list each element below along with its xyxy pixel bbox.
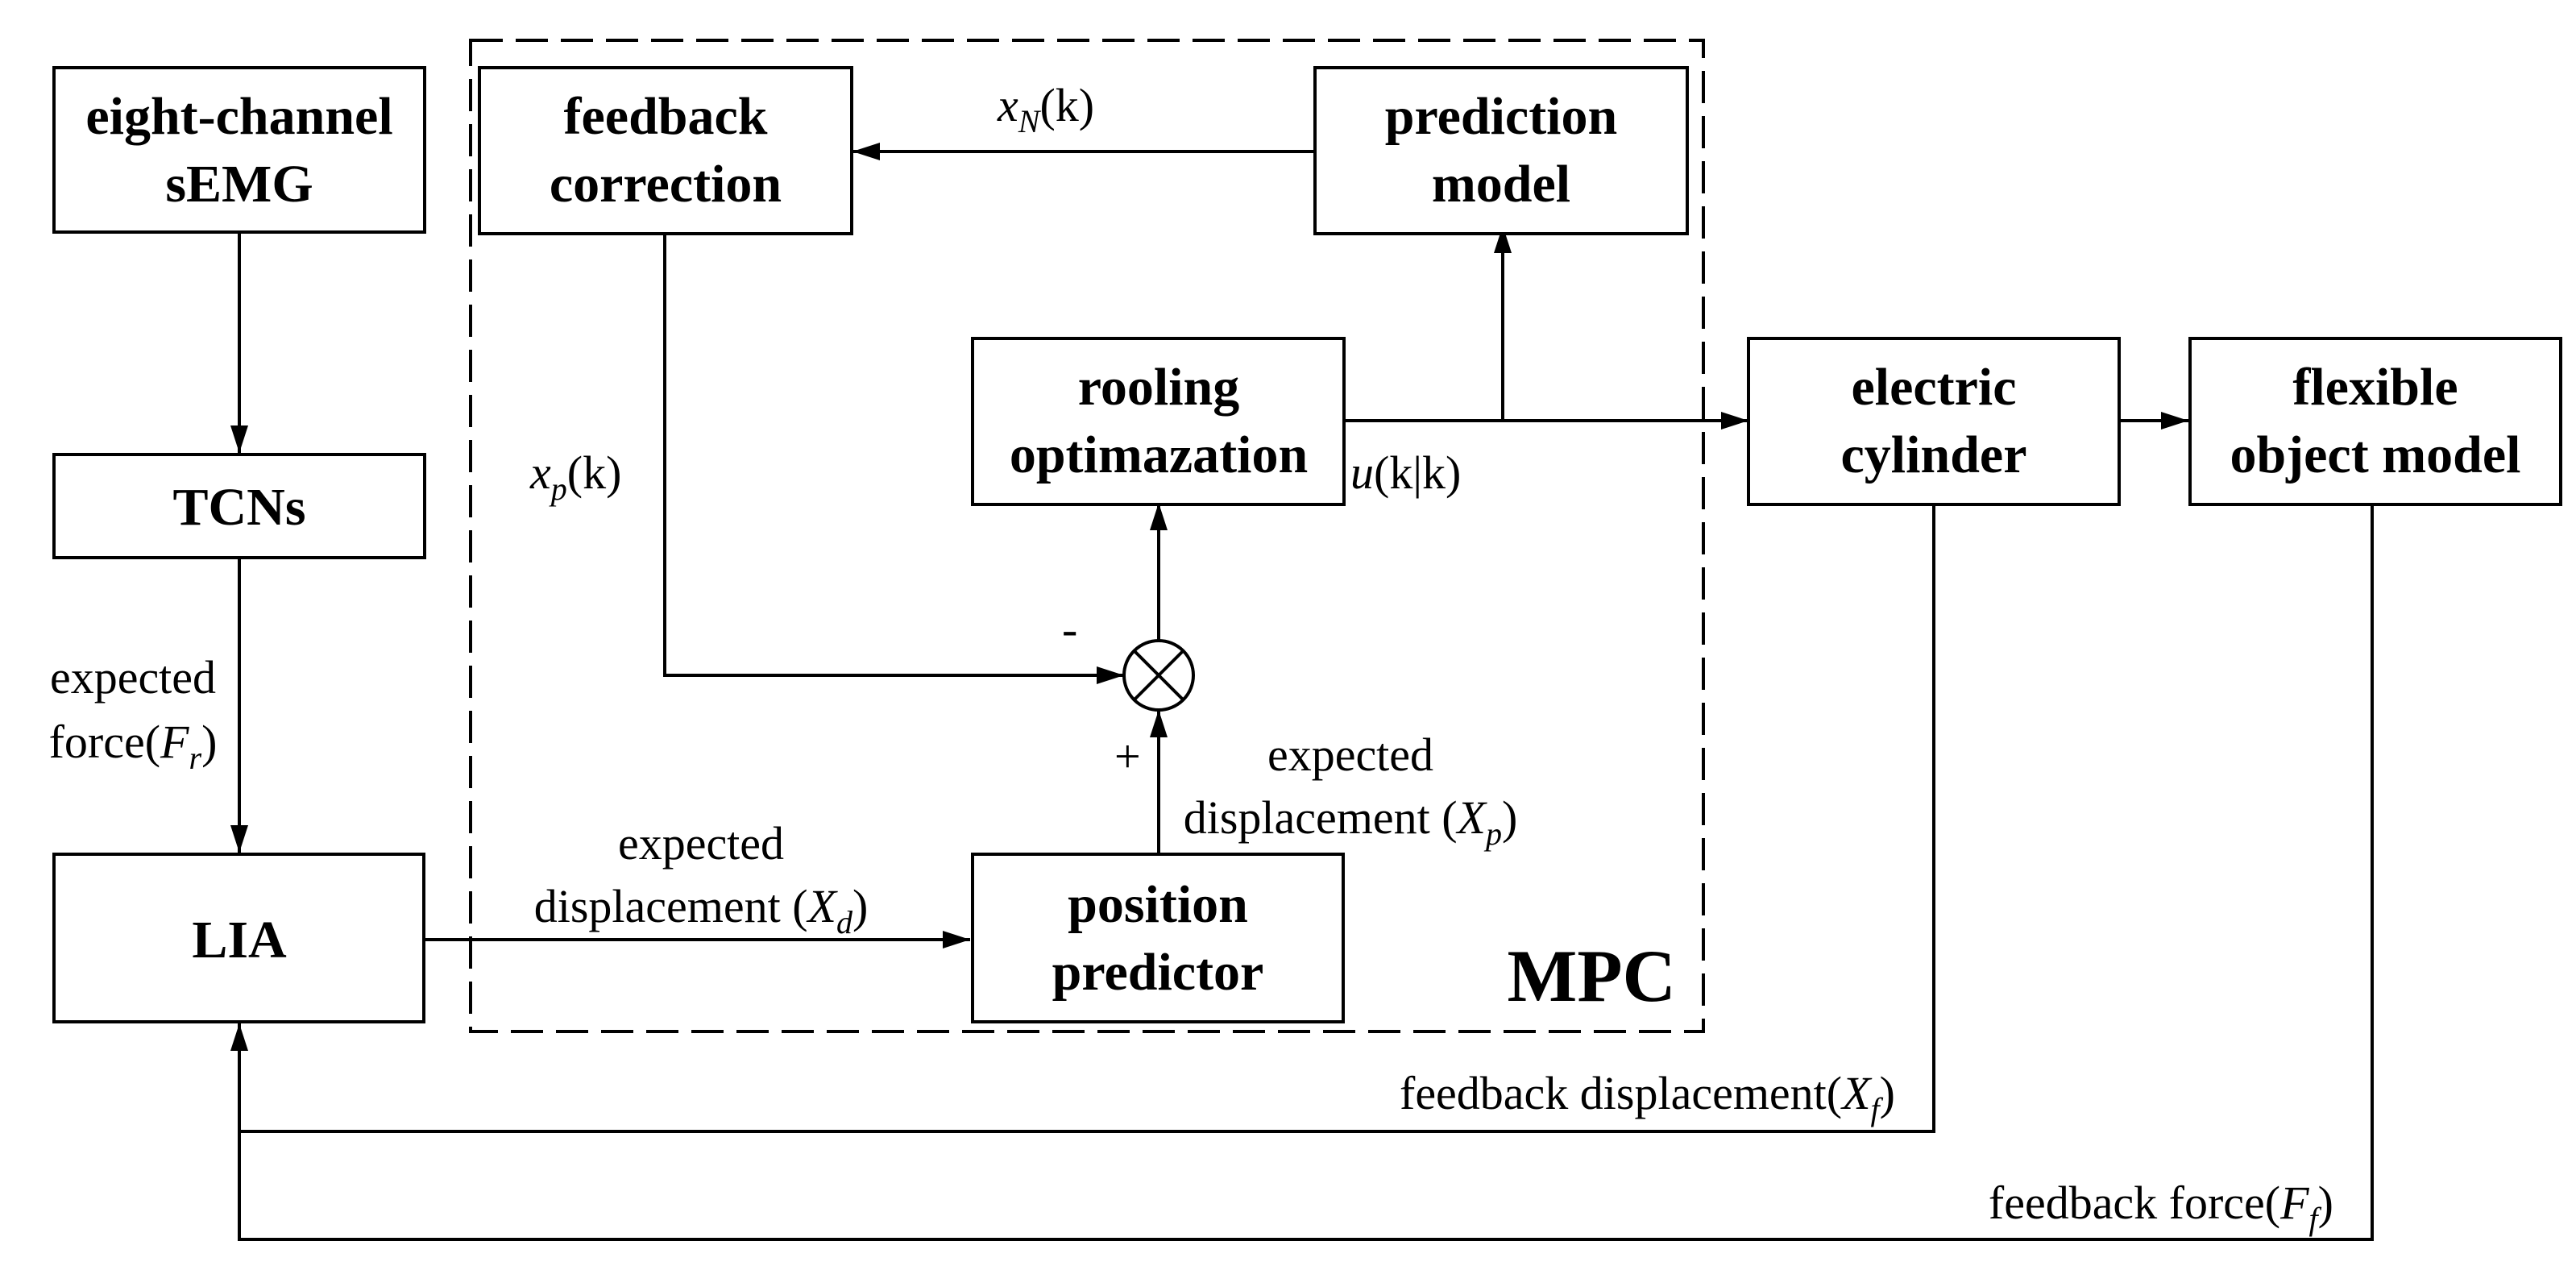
feedback-correction-line1: feedback (564, 87, 768, 146)
comparator-minus-sign: - (1062, 603, 1077, 655)
lia-label: LIA (192, 911, 287, 969)
summing-junction (1122, 639, 1195, 712)
expected-force-line2: force(Fr) (49, 716, 218, 776)
lia-block: LIA (52, 853, 425, 1023)
position-predictor-line2: predictor (1052, 943, 1264, 1002)
feedback-correction-block: feedback correction (478, 66, 853, 235)
mpc-region (469, 39, 1705, 1033)
expected-displacement-p-line1: expected (1267, 728, 1433, 781)
rolling-optimization-line1: rooling (1078, 358, 1239, 417)
rolling-optimization-line2: optimazation (1010, 425, 1308, 484)
tcns-block: TCNs (52, 453, 426, 559)
position-predictor-line1: position (1068, 875, 1248, 934)
signal-u: u(k|k) (1350, 446, 1461, 499)
expected-displacement-d-line2: displacement (Xd) (534, 880, 869, 940)
expected-displacement-d-line1: expected (618, 817, 784, 870)
electric-cylinder-line1: electric (1851, 358, 2016, 417)
flexible-object-model-block: flexible object model (2188, 337, 2562, 506)
flexible-object-line2: object model (2230, 425, 2520, 484)
semg-label-line2: sEMG (165, 155, 313, 214)
position-predictor-block: position predictor (971, 853, 1345, 1023)
signal-xp: xp(k) (529, 446, 621, 507)
signal-xn: xN(k) (997, 79, 1094, 139)
semg-label-line1: eight-channel (85, 87, 392, 146)
prediction-model-line1: prediction (1385, 87, 1617, 146)
arrow-feedback-correction-to-comparator (663, 234, 1124, 684)
feedback-force-loop (238, 506, 2374, 1241)
electric-cylinder-block: electric cylinder (1747, 337, 2121, 506)
feedback-force-label: feedback force(Ff) (1989, 1177, 2333, 1237)
rolling-optimization-block: rooling optimazation (971, 337, 1346, 506)
semg-block: eight-channel sEMG (52, 66, 426, 234)
prediction-model-block: prediction model (1313, 66, 1689, 235)
electric-cylinder-line2: cylinder (1841, 425, 2027, 484)
feedback-correction-line2: correction (550, 155, 782, 214)
feedback-displacement-loop (230, 506, 1935, 1133)
comparator-plus-sign: + (1114, 730, 1141, 782)
feedback-displacement-label: feedback displacement(Xf) (1400, 1067, 1895, 1127)
mpc-label: MPC (1508, 935, 1676, 1017)
flexible-object-line1: flexible (2292, 358, 2458, 417)
prediction-model-line2: model (1432, 155, 1570, 214)
expected-displacement-p-line2: displacement (Xp) (1184, 791, 1518, 852)
expected-force-line1: expected (50, 651, 216, 704)
tcns-label: TCNs (172, 478, 305, 537)
